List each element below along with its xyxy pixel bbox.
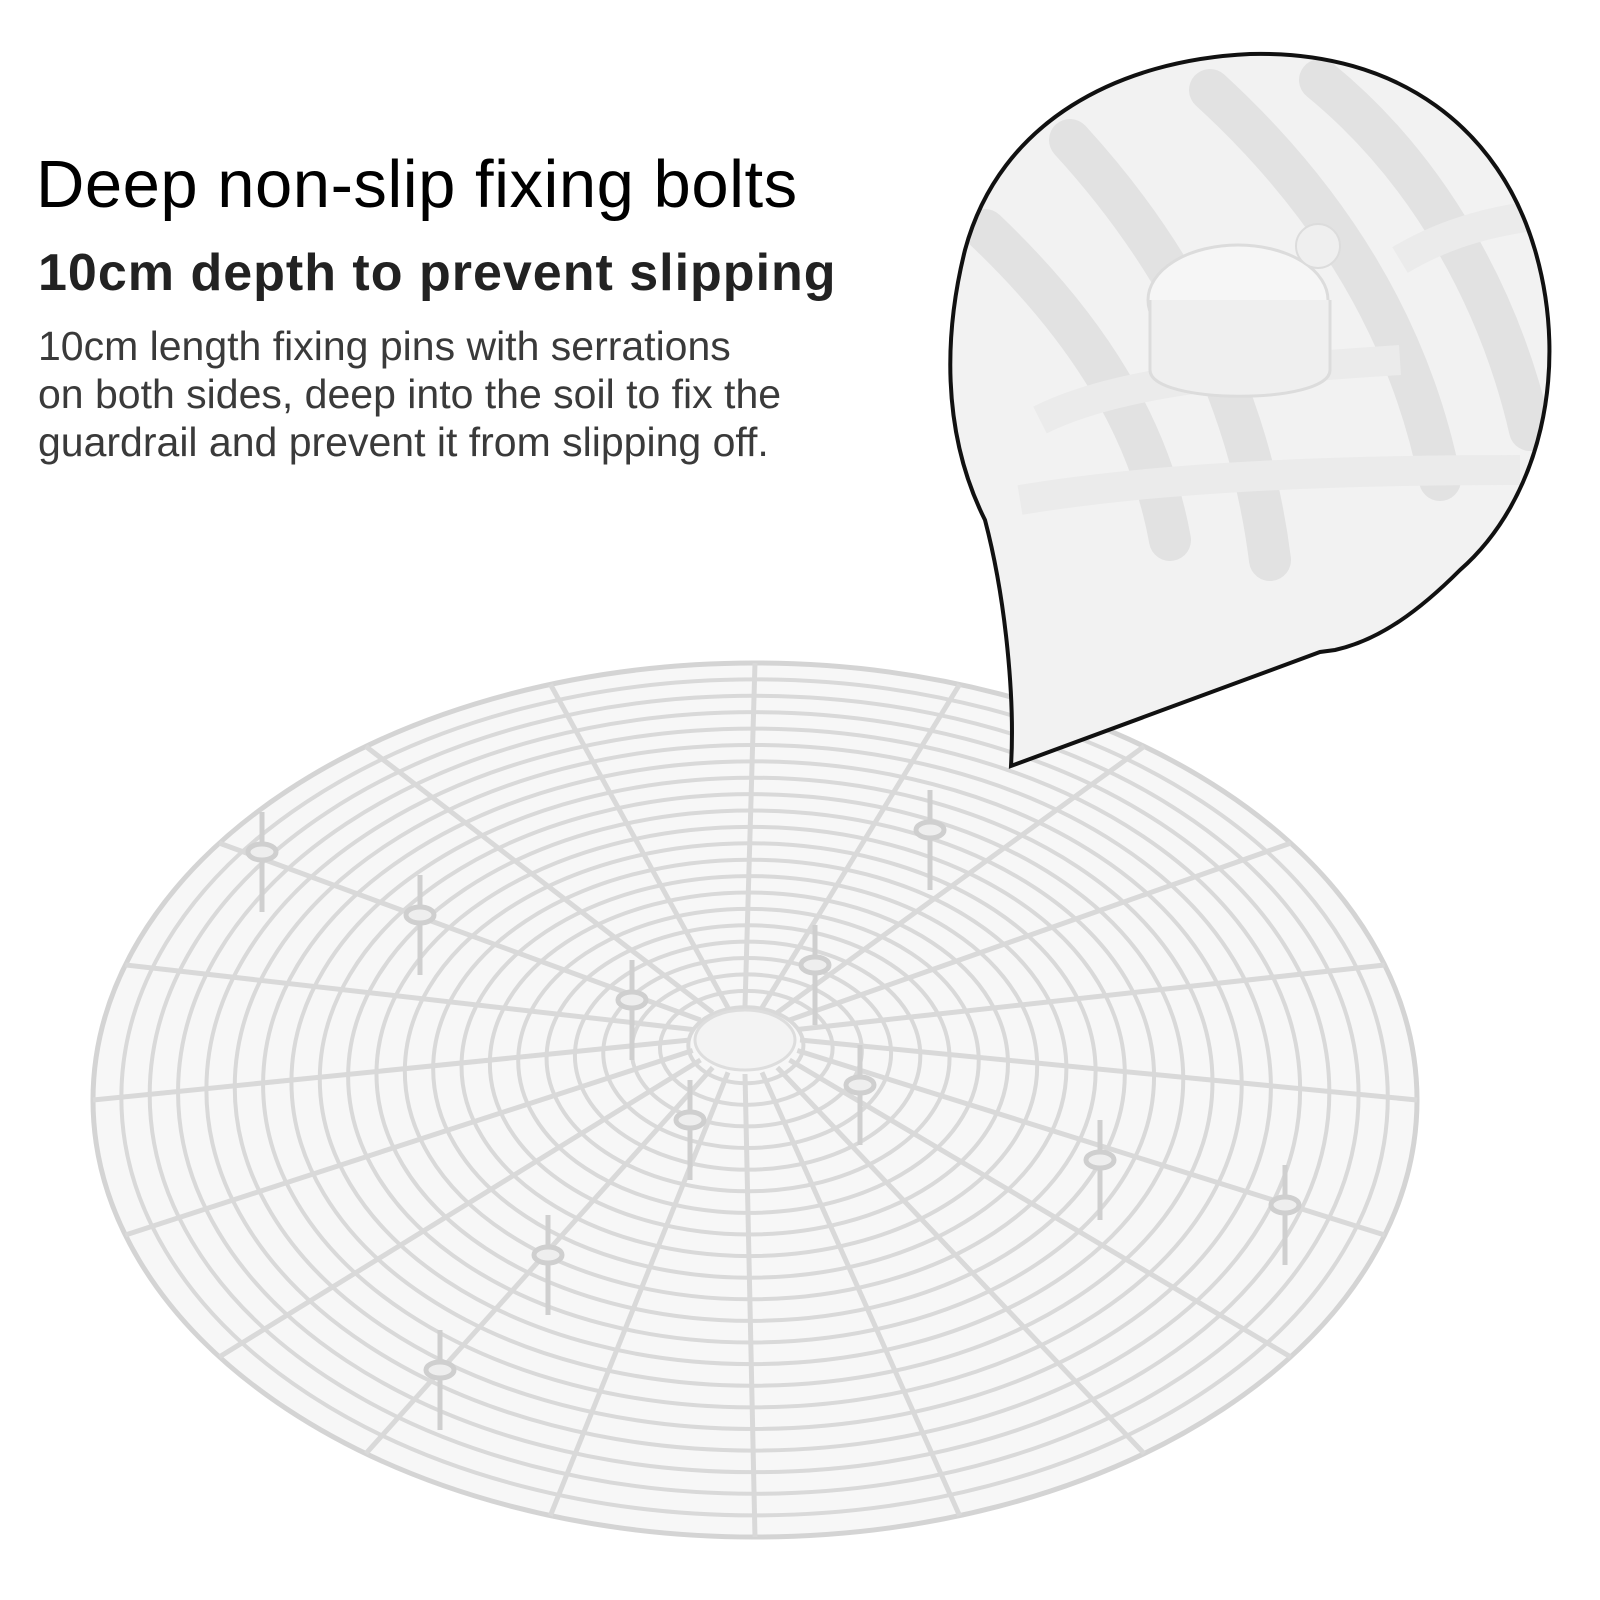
grid-spoke	[218, 840, 702, 1023]
description-line-1: 10cm length fixing pins with serrations	[38, 323, 731, 369]
grid-center-hub	[693, 1008, 797, 1072]
description-line-3: guardrail and prevent it from slipping o…	[38, 419, 769, 465]
fixing-pin-icon	[423, 1330, 457, 1430]
grid-spoke	[124, 1048, 694, 1238]
description-line-2: on both sides, deep into the soil to fix…	[38, 371, 782, 417]
grid-spoke	[759, 683, 962, 1009]
fixing-pin-icon	[798, 925, 832, 1025]
grid-spokes	[92, 662, 1418, 1538]
fixing-pin-icon	[843, 1045, 877, 1145]
fixing-pin-icon	[673, 1080, 707, 1180]
fixing-pin-icon	[1268, 1165, 1302, 1265]
heading: Deep non-slip fixing bolts	[36, 147, 798, 222]
round-grid-guard	[90, 660, 1420, 1540]
grid-spoke	[788, 840, 1292, 1023]
fixing-pin-icon	[615, 960, 649, 1060]
grid-spoke	[218, 1057, 702, 1359]
fixing-pin-icon	[531, 1215, 565, 1315]
grid-spoke	[799, 1037, 1418, 1103]
fixing-pin-icon	[1083, 1120, 1117, 1220]
fixing-pin-icon	[913, 790, 947, 890]
description: 10cm length fixing pins with serrations …	[38, 322, 938, 466]
grid-spoke	[548, 1071, 731, 1517]
zoom-callout	[948, 51, 1552, 769]
fixing-pins	[245, 790, 1302, 1430]
grid-spoke	[742, 662, 758, 1007]
grid-spoke	[742, 1073, 758, 1538]
grid-spoke	[364, 744, 715, 1015]
grid-spoke	[775, 1065, 1146, 1456]
grid-spoke	[92, 1037, 691, 1103]
fixing-pin-icon	[245, 812, 279, 912]
grid-spoke	[759, 1071, 962, 1517]
callout-outline	[948, 51, 1552, 769]
grid-spoke	[788, 1057, 1292, 1360]
grid-spoke	[775, 744, 1146, 1015]
grid-spoke	[797, 962, 1385, 1032]
grid-spoke	[125, 962, 693, 1032]
callout-detail-view	[950, 53, 1550, 766]
subheading: 10cm depth to prevent slipping	[38, 244, 837, 302]
grid-spoke	[548, 683, 731, 1009]
fixing-pin-icon	[403, 875, 437, 975]
